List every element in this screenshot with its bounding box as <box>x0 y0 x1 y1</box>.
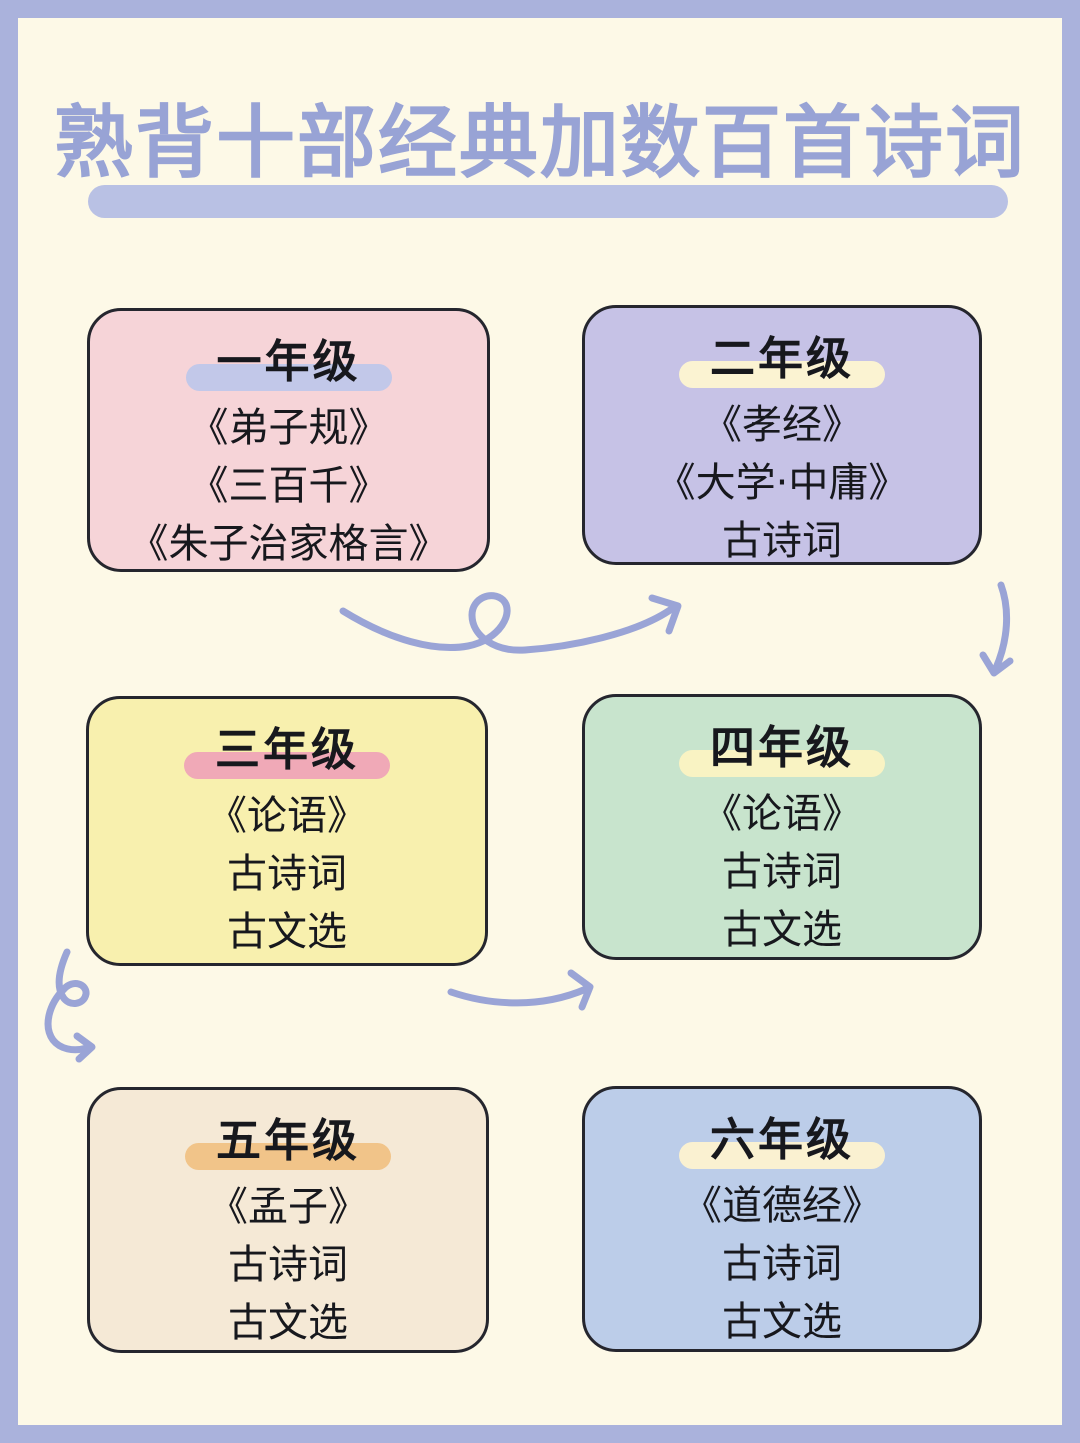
grade-4-card: 四年级 《论语》 古诗词 古文选 <box>582 694 982 960</box>
grade-4-book-list: 《论语》 古诗词 古文选 <box>601 779 963 963</box>
grade-2-book-list: 《孝经》 《大学·中庸》 古诗词 <box>601 390 963 574</box>
grade-5-title: 五年级 <box>215 1114 360 1167</box>
title-highlight-bar <box>184 752 390 779</box>
card-title-wrap: 一年级 <box>106 331 471 393</box>
grade-5-book-list: 《孟子》 古诗词 古文选 <box>106 1172 470 1356</box>
curved-right-arrow-icon <box>447 969 594 1011</box>
title-underline-bar <box>88 185 1008 218</box>
book-item: 古文选 <box>722 1299 842 1345</box>
loop-down-arrow-icon <box>44 948 96 1063</box>
grade-6-title: 六年级 <box>709 1113 854 1166</box>
book-item: 《论语》 <box>207 793 367 839</box>
grade-1-book-list: 《弟子规》 《三百千》 《朱子治家格言》 <box>106 393 471 577</box>
book-item: 古诗词 <box>722 849 842 895</box>
book-item: 《孝经》 <box>702 402 862 448</box>
title-highlight-bar <box>679 361 885 388</box>
book-item: 古文选 <box>228 1300 348 1346</box>
book-item: 《朱子治家格言》 <box>128 521 449 567</box>
grade-6-card: 六年级 《道德经》 古诗词 古文选 <box>582 1086 982 1352</box>
loop-squiggle-arrow-icon <box>339 592 682 654</box>
book-item: 古文选 <box>227 909 347 955</box>
book-item: 古诗词 <box>228 1242 348 1288</box>
page-title: 熟背十部经典加数百首诗词 <box>54 97 1026 189</box>
book-item: 《弟子规》 <box>188 405 389 451</box>
book-item: 古诗词 <box>722 518 842 564</box>
grade-2-card: 二年级 《孝经》 《大学·中庸》 古诗词 <box>582 305 982 565</box>
book-item: 《大学·中庸》 <box>655 460 909 506</box>
grade-6-book-list: 《道德经》 古诗词 古文选 <box>601 1171 963 1355</box>
book-item: 古诗词 <box>722 1241 842 1287</box>
curved-down-arrow-icon <box>979 581 1014 677</box>
title-highlight-bar <box>679 750 885 777</box>
card-title-wrap: 五年级 <box>106 1110 470 1172</box>
grade-3-title: 三年级 <box>214 723 359 776</box>
title-highlight-bar <box>185 1143 391 1170</box>
title-highlight-bar <box>679 1142 885 1169</box>
grade-3-book-list: 《论语》 古诗词 古文选 <box>105 781 469 965</box>
title-highlight-bar <box>185 364 392 391</box>
grade-2-title: 二年级 <box>709 332 854 385</box>
grade-1-card: 一年级 《弟子规》 《三百千》 《朱子治家格言》 <box>87 308 490 572</box>
grade-4-title: 四年级 <box>709 721 854 774</box>
grade-3-card: 三年级 《论语》 古诗词 古文选 <box>86 696 488 966</box>
card-title-wrap: 二年级 <box>601 328 963 390</box>
card-title-wrap: 四年级 <box>601 717 963 779</box>
card-title-wrap: 六年级 <box>601 1109 963 1171</box>
book-item: 古诗词 <box>227 851 347 897</box>
book-item: 《三百千》 <box>188 463 389 509</box>
book-item: 《道德经》 <box>682 1183 882 1229</box>
book-item: 《论语》 <box>702 791 862 837</box>
card-title-wrap: 三年级 <box>105 719 469 781</box>
book-item: 《孟子》 <box>208 1184 368 1230</box>
grade-5-card: 五年级 《孟子》 古诗词 古文选 <box>87 1087 489 1353</box>
grade-1-title: 一年级 <box>216 335 361 388</box>
book-item: 古文选 <box>722 907 842 953</box>
